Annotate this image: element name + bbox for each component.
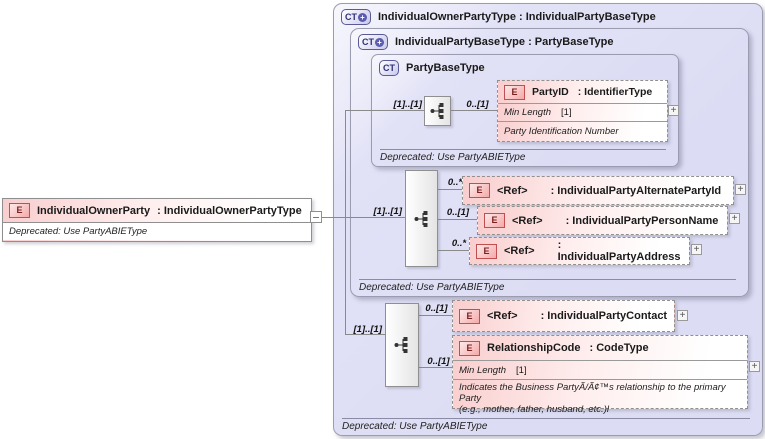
- expand-handle[interactable]: [310, 211, 322, 223]
- element-badge: E: [9, 203, 30, 218]
- ct-badge-label: CT: [362, 37, 374, 47]
- element-header: E <Ref> : IndividualPartyPersonName: [478, 207, 727, 234]
- complextype-title: PartyBaseType: [406, 62, 485, 74]
- ct-badge: CT +: [358, 34, 388, 50]
- cardinality-label: 0..*: [451, 238, 467, 249]
- element-name: PartyID: [532, 86, 569, 98]
- element-annotation: Indicates the Business PartyÃ/Ã¢™s relat…: [453, 380, 747, 415]
- element-ref-individualpartycontact[interactable]: E <Ref> : IndividualPartyContact: [452, 300, 675, 332]
- element-type: : IndividualPartyContact: [540, 310, 668, 322]
- element-individualownerparty[interactable]: E IndividualOwnerParty : IndividualOwner…: [2, 198, 312, 242]
- element-ref-individualpartypersonname[interactable]: E <Ref> : IndividualPartyPersonName: [477, 206, 728, 235]
- sequence-compositor[interactable]: [424, 96, 451, 126]
- cardinality-label: 0..[1]: [446, 207, 470, 218]
- complextype-title-bar: CT PartyBaseType: [372, 55, 678, 81]
- ct-badge-label: CT: [345, 12, 357, 22]
- deprecated-annotation: Deprecated: Use PartyABIEType: [359, 279, 736, 293]
- expand-plus-button[interactable]: +: [735, 184, 746, 195]
- expand-plus-button[interactable]: +: [677, 310, 688, 321]
- facet-value: [1]: [561, 107, 572, 118]
- ct-badge: CT +: [341, 9, 371, 25]
- collapse-dash-icon: [313, 216, 319, 218]
- complextype-title: IndividualPartyBaseType : PartyBaseType: [395, 36, 614, 48]
- element-header: E <Ref> : IndividualPartyContact: [453, 301, 674, 331]
- expand-plus-icon[interactable]: +: [375, 37, 384, 47]
- element-type: : IndividualPartyPersonName: [565, 214, 719, 227]
- element-name: <Ref>: [487, 310, 518, 322]
- cardinality-label: 0..[1]: [427, 356, 450, 367]
- facet-name: Min Length: [459, 364, 507, 376]
- sequence-compositor[interactable]: [385, 303, 419, 387]
- complextype-title: IndividualOwnerPartyType : IndividualPar…: [378, 11, 656, 23]
- connector-line: [346, 110, 424, 111]
- element-annotation: Party Identification Number: [504, 125, 619, 137]
- element-name: <Ref>: [512, 214, 543, 227]
- facet-value: [1]: [516, 364, 527, 376]
- connector-trunk-line: [345, 110, 346, 335]
- element-header: E RelationshipCode : CodeType: [453, 336, 747, 360]
- element-type: : CodeType: [589, 342, 649, 354]
- connector-line: [417, 367, 452, 368]
- element-header: E <Ref> : IndividualPartyAlternatePartyI…: [463, 177, 733, 204]
- element-type: : IdentifierType: [577, 86, 653, 98]
- deprecated-annotation: Deprecated: Use PartyABIEType: [380, 149, 666, 163]
- element-badge: E: [469, 183, 490, 198]
- element-header: E <Ref> : IndividualPartyAddress: [470, 238, 689, 264]
- sequence-icon: [430, 103, 443, 119]
- cardinality-label: [1]..[1]: [353, 324, 383, 335]
- element-header: E IndividualOwnerParty : IndividualOwner…: [3, 199, 311, 223]
- expand-plus-button[interactable]: +: [729, 213, 740, 224]
- element-type: : IndividualPartyAlternatePartyId: [550, 184, 722, 197]
- element-name: IndividualOwnerParty: [37, 204, 151, 217]
- cardinality-label: 0..[1]: [466, 99, 489, 110]
- facet-row: Min Length [1]: [498, 103, 667, 122]
- annotation-line: Indicates the Business PartyÃ/Ã¢™s relat…: [459, 382, 726, 404]
- element-badge: E: [459, 308, 480, 324]
- facet-row: Min Length [1]: [453, 360, 747, 380]
- connector-line: [449, 110, 497, 111]
- connector-line: [346, 334, 385, 335]
- deprecated-annotation: Deprecated: Use PartyABIEType: [3, 223, 311, 240]
- element-partyid[interactable]: E PartyID : IdentifierType Min Length [1…: [497, 80, 668, 142]
- facet-name: Min Length: [504, 107, 552, 118]
- connector-line: [322, 217, 346, 218]
- cardinality-label: [1]..[1]: [393, 99, 423, 110]
- connector-line: [417, 315, 452, 316]
- cardinality-label: 0..[1]: [425, 303, 448, 314]
- complextype-title-bar: CT + IndividualOwnerPartyType : Individu…: [334, 4, 762, 30]
- element-ref-individualpartyaddress[interactable]: E <Ref> : IndividualPartyAddress: [469, 237, 690, 265]
- deprecated-annotation: Deprecated: Use PartyABIEType: [342, 418, 750, 432]
- element-header: E PartyID : IdentifierType: [498, 81, 667, 103]
- cardinality-label: [1]..[1]: [373, 206, 403, 217]
- cardinality-label: 0..*: [447, 177, 463, 188]
- element-badge: E: [459, 340, 480, 356]
- element-relationshipcode[interactable]: E RelationshipCode : CodeType Min Length…: [452, 335, 748, 415]
- sequence-compositor[interactable]: [405, 170, 438, 267]
- ct-badge-label: CT: [383, 63, 395, 73]
- ct-badge: CT: [379, 60, 399, 76]
- sequence-icon: [394, 337, 408, 353]
- expand-plus-button[interactable]: +: [749, 361, 760, 372]
- expand-plus-button[interactable]: +: [691, 244, 702, 255]
- annotation-line: (e.g., mother, father, husband, etc.)l: [459, 404, 609, 415]
- connector-line: [436, 189, 462, 190]
- element-badge: E: [476, 243, 497, 259]
- element-ref-individualpartyalternatepartyid[interactable]: E <Ref> : IndividualPartyAlternatePartyI…: [462, 176, 734, 205]
- element-name: <Ref>: [497, 184, 528, 197]
- element-badge: E: [484, 213, 505, 228]
- sequence-icon: [414, 210, 427, 227]
- connector-line: [346, 217, 405, 218]
- complextype-title-bar: CT + IndividualPartyBaseType : PartyBase…: [351, 29, 748, 55]
- element-name: <Ref>: [504, 245, 535, 257]
- connector-line: [436, 219, 477, 220]
- element-type: : IndividualOwnerPartyType: [157, 204, 302, 217]
- element-name: RelationshipCode: [487, 342, 581, 354]
- element-badge: E: [504, 84, 525, 100]
- expand-plus-icon[interactable]: +: [358, 12, 367, 22]
- expand-plus-button[interactable]: +: [668, 105, 679, 116]
- element-type: : IndividualPartyAddress: [557, 239, 681, 263]
- connector-line: [436, 250, 469, 251]
